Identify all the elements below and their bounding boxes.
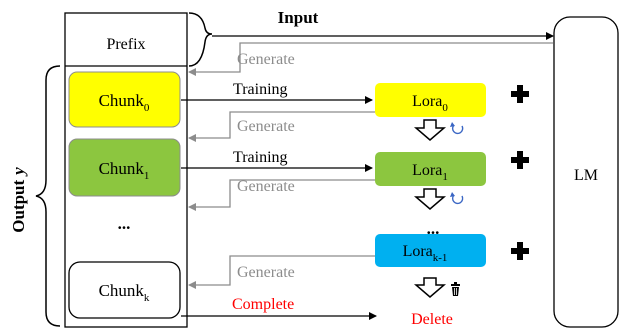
prefix-label: Prefix [106, 36, 145, 53]
generate-arrow-1 [188, 111, 375, 142]
generate-label-3: Generate [237, 264, 295, 281]
output-brace [35, 65, 61, 327]
hollow-down-arrow-icon [413, 277, 447, 298]
svg-text:Lora1: Lora1 [412, 162, 448, 183]
output-label: Outputy [9, 167, 28, 233]
plus-icon [511, 151, 529, 169]
lora-0-box: Lora0 [375, 83, 486, 117]
hollow-down-arrow-icon [413, 188, 447, 210]
svg-text:Chunk0: Chunk0 [99, 91, 150, 114]
plus-icon [511, 242, 529, 260]
input-label: Input [278, 8, 319, 27]
training-label-0: Training [233, 81, 288, 98]
lm-label: LM [574, 167, 598, 184]
generate-label-1: Generate [237, 118, 295, 135]
input-brace [188, 12, 213, 67]
refresh-icon [450, 122, 464, 135]
delete-label: Delete [411, 311, 453, 328]
generate-label-0: Generate [237, 51, 295, 68]
generate-arrow-0 [188, 42, 553, 76]
generate-arrow-3 [188, 255, 375, 289]
chunk-0-box: Chunk0 [68, 71, 181, 128]
generate-arrow-2 [188, 179, 375, 211]
trash-icon [451, 282, 460, 296]
sequence-column [64, 12, 188, 328]
hollow-down-arrow-icon [413, 119, 447, 141]
complete-label: Complete [232, 296, 294, 313]
lora-1-box: Lora1 [375, 152, 486, 186]
svg-text:Lorak-1: Lorak-1 [403, 243, 448, 264]
svg-text:Chunk1: Chunk1 [99, 159, 150, 182]
refresh-icon [450, 192, 464, 205]
chunk-k-box: Chunkk [68, 261, 181, 319]
training-label-1: Training [233, 149, 288, 166]
generate-label-2: Generate [237, 178, 295, 195]
chunk-1-box: Chunk1 [68, 138, 181, 197]
lora-k-1-box: Lorak-1 [375, 234, 486, 267]
chunk-ellipsis: ... [118, 214, 131, 233]
svg-text:Lora0: Lora0 [412, 93, 448, 114]
svg-text:Chunkk: Chunkk [99, 281, 150, 304]
lm-box [553, 16, 619, 328]
plus-icon [511, 85, 529, 103]
lora-ellipsis: ... [427, 219, 440, 238]
